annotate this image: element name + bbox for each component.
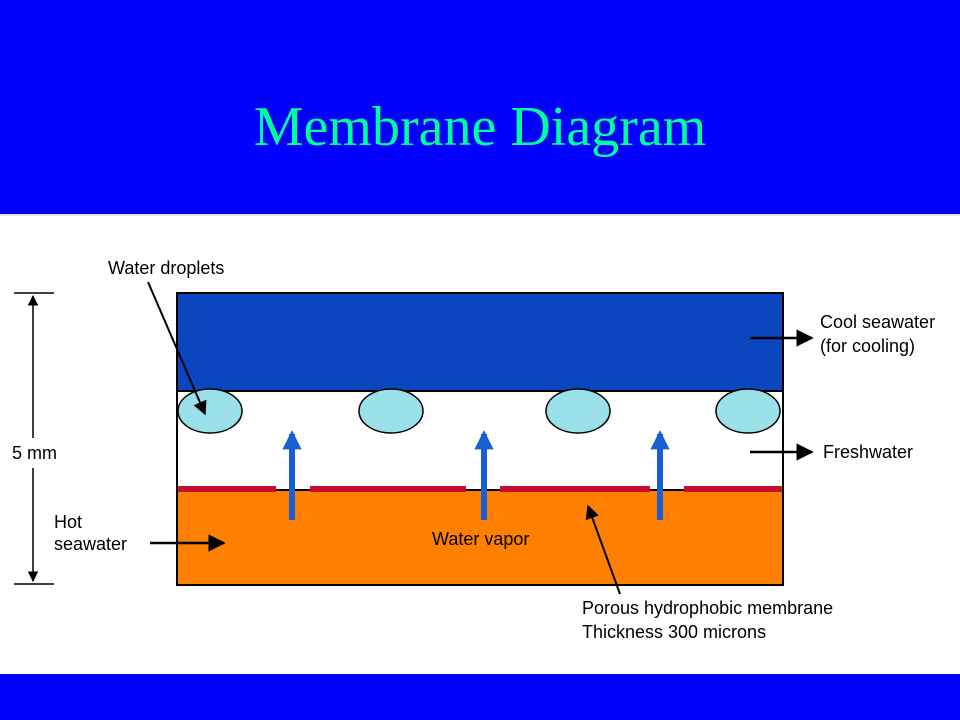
membrane-label-line2: Thickness 300 microns [582, 622, 766, 642]
water-droplet [177, 388, 243, 434]
porous-membrane [178, 486, 782, 492]
slide-title: Membrane Diagram [253, 96, 707, 158]
hot-seawater-label-line1: Hot [54, 512, 82, 532]
water-droplet [715, 388, 781, 434]
membrane-diagram: 5 mm Water droplets Cool seawater (for c… [12, 258, 935, 642]
water-droplets-pointer [147, 281, 207, 416]
cool-seawater-label-line1: Cool seawater [820, 312, 935, 332]
hot-seawater-label-line2: seawater [54, 534, 127, 554]
membrane-pointer [585, 504, 621, 595]
water-vapor-label: Water vapor [432, 529, 529, 549]
dimension-indicator [14, 292, 54, 585]
membrane-label-line1: Porous hydrophobic membrane [582, 598, 833, 618]
hot-seawater-channel [176, 489, 784, 586]
water-droplet [545, 388, 611, 434]
cool-seawater-label-line2: (for cooling) [820, 336, 915, 356]
freshwater-label: Freshwater [823, 442, 913, 462]
dimension-label: 5 mm [12, 443, 57, 463]
cool-seawater-channel [176, 292, 784, 392]
diagram-panel: 5 mm Water droplets Cool seawater (for c… [0, 214, 960, 674]
vapor-arrows [282, 430, 670, 520]
water-droplets [177, 388, 781, 434]
water-droplets-label: Water droplets [108, 258, 224, 278]
water-droplet [358, 388, 424, 434]
